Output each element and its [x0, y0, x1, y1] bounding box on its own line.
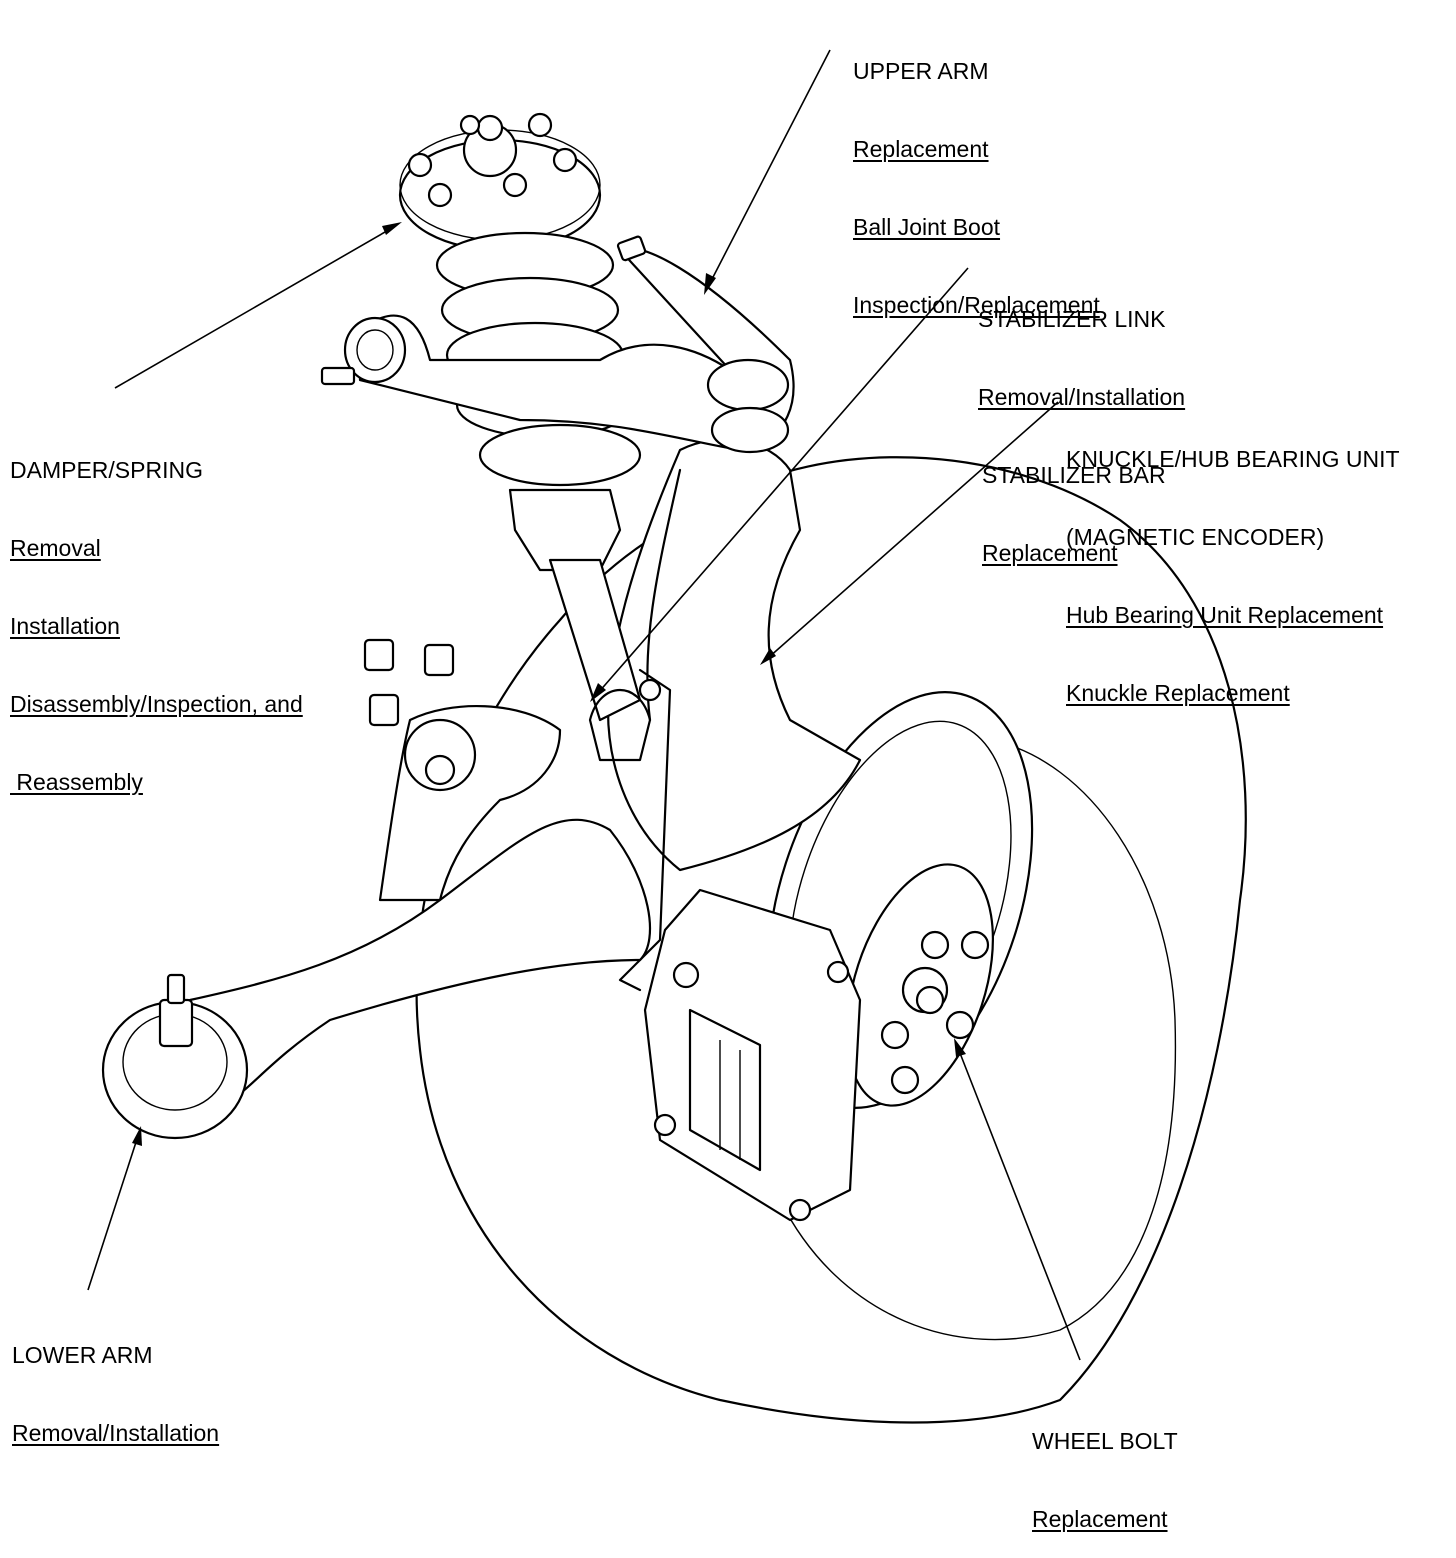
stabilizer-link-removal-link[interactable]: Removal/Installation	[978, 384, 1186, 410]
callout-upper-arm: UPPER ARM Replacement Ball Joint Boot In…	[853, 6, 1100, 344]
upper-arm	[320, 235, 795, 454]
callout-damper: DAMPER/SPRING Removal Installation Disas…	[10, 405, 303, 821]
knuckle-replacement-link[interactable]: Knuckle Replacement	[1066, 680, 1290, 706]
knuckle-heading-sub: (MAGNETIC ENCODER)	[1066, 524, 1325, 550]
hub-bearing-replacement-link[interactable]: Hub Bearing Unit Replacement	[1066, 602, 1384, 628]
stabilizer-bar-heading: STABILIZER BAR	[982, 462, 1166, 488]
ball-joint-boot-link[interactable]: Ball Joint Boot	[853, 214, 1001, 240]
upper-arm-heading: UPPER ARM	[853, 58, 989, 84]
knuckle	[606, 438, 862, 872]
suspension-diagram	[87, 49, 1247, 1424]
callout-stabilizer: STABILIZER LINK Removal/Installation STA…	[978, 254, 1185, 592]
stabilizer-bar-replacement-link[interactable]: Replacement	[982, 540, 1118, 566]
damper-reassembly-link[interactable]: Reassembly	[10, 769, 143, 795]
callout-knuckle: KNUCKLE/HUB BEARING UNIT (MAGNETIC ENCOD…	[1066, 394, 1400, 732]
damper-heading: DAMPER/SPRING	[10, 457, 203, 483]
brake-caliper	[643, 888, 862, 1222]
knuckle-heading: KNUCKLE/HUB BEARING UNIT	[1066, 446, 1400, 472]
wheel-bolt-replacement-link[interactable]: Replacement	[1032, 1506, 1168, 1532]
damper-installation-link[interactable]: Installation	[10, 613, 120, 639]
leader-lines	[87, 49, 1081, 1361]
lower-arm	[101, 638, 652, 1140]
stabilizer-link-heading: STABILIZER LINK	[978, 306, 1166, 332]
wheel-bolts	[880, 930, 990, 1095]
damper-removal-link[interactable]: Removal	[10, 535, 101, 561]
stabilizer-link	[588, 668, 672, 992]
callout-lower-arm: LOWER ARM Removal/Installation	[12, 1290, 219, 1472]
upper-arm-replacement-link[interactable]: Replacement	[853, 136, 989, 162]
wheel-bolt-heading: WHEEL BOLT	[1032, 1428, 1178, 1454]
ball-joint-inspection-link[interactable]: Inspection/Replacement	[853, 292, 1100, 318]
lower-arm-heading: LOWER ARM	[12, 1342, 153, 1368]
lower-arm-removal-link[interactable]: Removal/Installation	[12, 1420, 220, 1446]
damper-disassembly-link[interactable]: Disassembly/Inspection, and	[10, 691, 303, 717]
callout-wheel-bolt: WHEEL BOLT Replacement	[1032, 1376, 1178, 1558]
